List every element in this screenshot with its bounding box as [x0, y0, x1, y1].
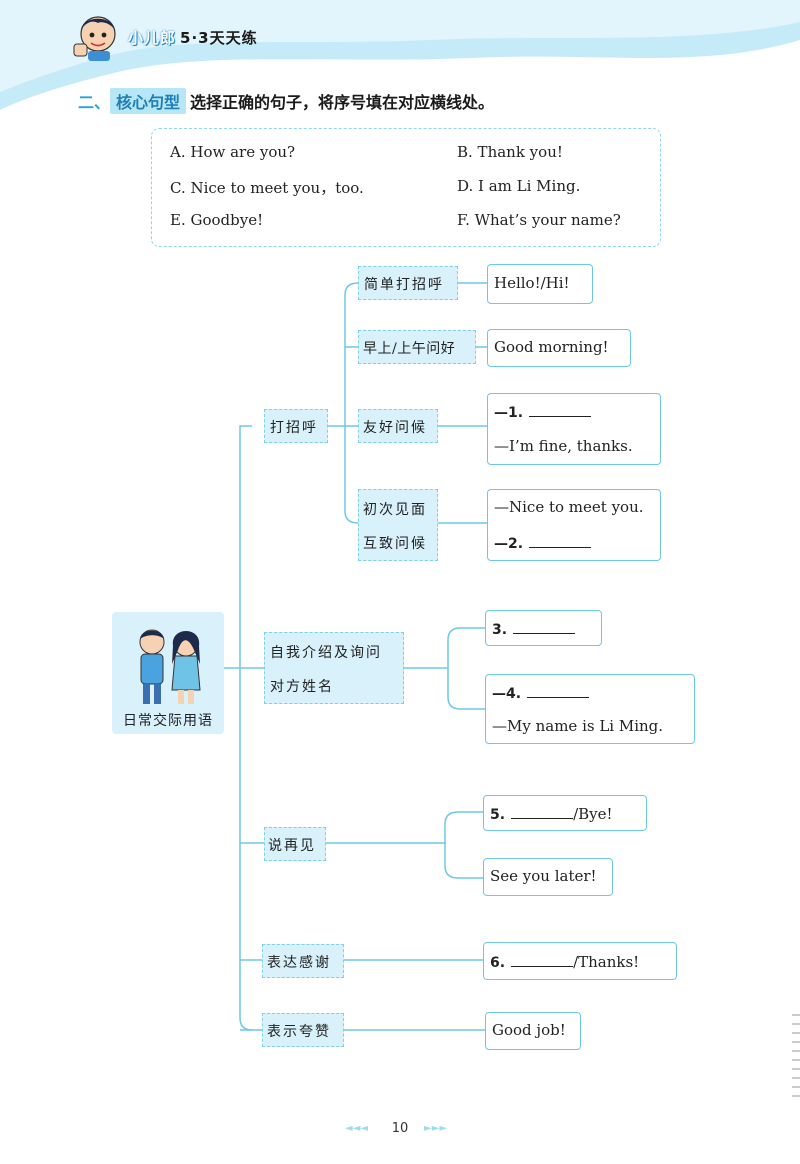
- leaf-good-job: Good job!: [485, 1012, 581, 1050]
- branch-intro-line2: 对方姓名: [270, 679, 334, 695]
- branch-thanks: 表达感谢: [262, 944, 344, 978]
- answer-blank-1[interactable]: [529, 402, 592, 417]
- leaf-bye-text: /Bye!: [573, 805, 613, 823]
- branch-bye-label: 说再见: [268, 838, 316, 854]
- leaf-fine-thanks-text: —I’m fine, thanks.: [494, 437, 633, 455]
- leaf-good-job-text: Good job!: [492, 1021, 566, 1039]
- section-instruction: 选择正确的句子，将序号填在对应横线处。: [190, 93, 495, 112]
- option-d: D. I am Li Ming.: [457, 177, 581, 195]
- header-band: [0, 0, 800, 110]
- option-e: E. Goodbye!: [170, 211, 264, 229]
- option-f: F. What’s your name?: [457, 211, 621, 229]
- blank-6-label: 6.: [490, 955, 506, 971]
- option-c: C. Nice to meet you，too.: [170, 179, 364, 197]
- leaf-see-you-text: See you later!: [490, 867, 597, 885]
- mascot-icon: [73, 16, 116, 61]
- sub-friendly-greeting-label: 友好问候: [363, 420, 427, 436]
- branch-bye: 说再见: [264, 827, 326, 861]
- sub-morning-greeting-label: 早上/上午问好: [363, 341, 456, 357]
- branch-greeting: 打招呼: [264, 409, 328, 443]
- branch-thanks-label: 表达感谢: [267, 955, 331, 971]
- leaf-my-name-text: —My name is Li Ming.: [492, 717, 664, 735]
- sub-first-meet: 初次见面 互致问候: [358, 489, 438, 561]
- blank-5-label: 5.: [490, 807, 506, 823]
- option-b: B. Thank you!: [457, 143, 563, 161]
- blank-3-label: 3.: [492, 622, 508, 638]
- branch-praise: 表示夸赞: [262, 1013, 344, 1047]
- leaf-thanks-text: /Thanks!: [573, 953, 640, 971]
- leaf-nice-to-meet: —Nice to meet you. —2.: [487, 489, 661, 561]
- branch-intro-line1: 自我介绍及询问: [270, 645, 382, 661]
- root-node: 日常交际用语: [112, 612, 224, 734]
- brand-series: 5·3天天练: [180, 29, 258, 47]
- blank-4-label: —4.: [492, 686, 522, 702]
- brand-name: 小儿郎: [128, 29, 177, 47]
- leaf-hello-text: Hello!/Hi!: [494, 274, 570, 292]
- option-a: A. How are you?: [170, 143, 296, 161]
- branch-greeting-label: 打招呼: [270, 420, 318, 436]
- kids-illustration-icon: [139, 629, 201, 704]
- leaf-q6: 6. /Thanks!: [483, 942, 677, 980]
- answer-blank-3[interactable]: [513, 619, 576, 634]
- sub-friendly-greeting: 友好问候: [358, 409, 438, 443]
- root-label: 日常交际用语: [123, 713, 213, 729]
- leaf-see-you: See you later!: [483, 858, 613, 896]
- leaf-hello: Hello!/Hi!: [487, 264, 593, 304]
- leaf-whats-your-name: —4. —My name is Li Ming.: [485, 674, 695, 744]
- page-number: 10: [391, 1121, 409, 1136]
- section-number: 二、: [78, 93, 111, 112]
- leaf-q3: 3.: [485, 610, 602, 646]
- options-box: A. How are you? B. Thank you! C. Nice to…: [151, 128, 661, 247]
- sub-first-meet-line2: 互致问候: [363, 536, 427, 552]
- answer-blank-6[interactable]: [511, 952, 574, 967]
- answer-blank-5[interactable]: [511, 804, 574, 819]
- page-arrows-left-icon: ◄◄◄: [345, 1123, 369, 1134]
- section-tag: 核心句型: [110, 88, 187, 114]
- page-arrows-right-icon: ►►►: [424, 1123, 448, 1134]
- branch-praise-label: 表示夸赞: [267, 1024, 331, 1040]
- leaf-good-morning: Good morning!: [487, 329, 631, 367]
- leaf-q5: 5. /Bye!: [483, 795, 647, 831]
- branch-intro: 自我介绍及询问 对方姓名: [264, 632, 404, 704]
- sub-simple-greeting: 简单打招呼: [358, 266, 458, 300]
- leaf-good-morning-text: Good morning!: [494, 338, 609, 356]
- answer-blank-2[interactable]: [529, 533, 592, 548]
- binding-edge-marks: [792, 1014, 800, 1097]
- blank-2-label: —2.: [494, 536, 524, 552]
- sub-morning-greeting: 早上/上午问好: [358, 330, 476, 364]
- leaf-nice-to-meet-text: —Nice to meet you.: [494, 498, 644, 516]
- leaf-how-are-you: —1. —I’m fine, thanks.: [487, 393, 661, 465]
- section-title: 二、核心句型选择正确的句子，将序号填在对应横线处。: [78, 88, 494, 114]
- sub-simple-greeting-label: 简单打招呼: [364, 277, 444, 293]
- answer-blank-4[interactable]: [527, 683, 590, 698]
- blank-1-label: —1.: [494, 405, 524, 421]
- sub-first-meet-line1: 初次见面: [363, 502, 427, 518]
